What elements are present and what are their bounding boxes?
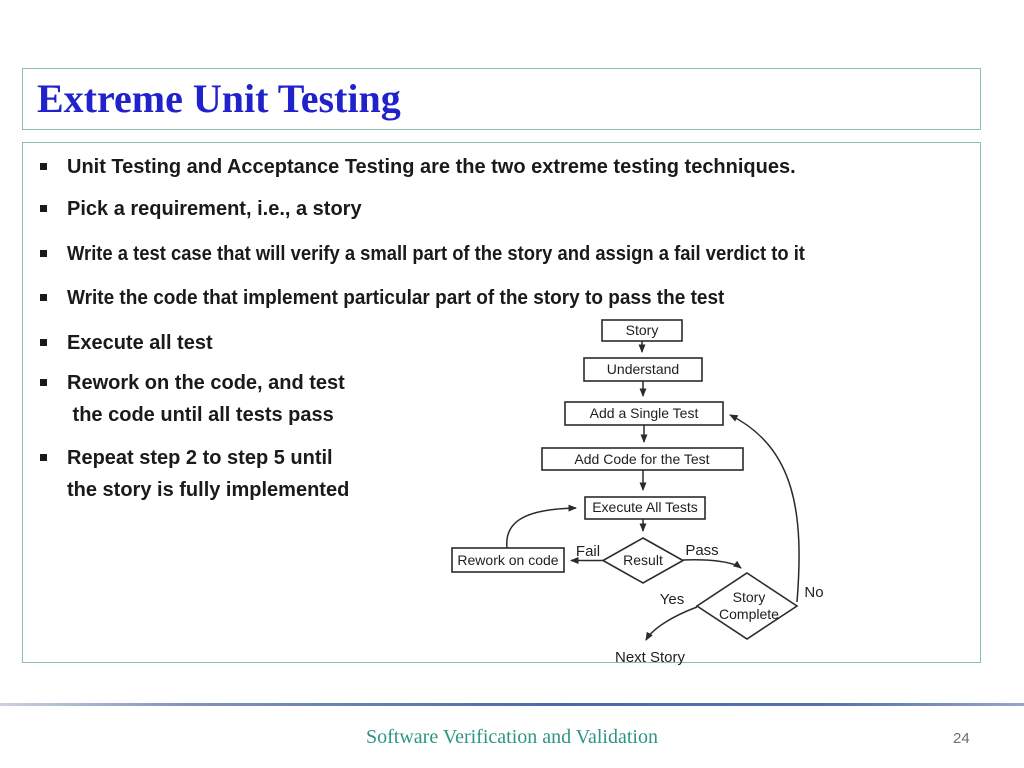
bullet-square-icon — [40, 294, 47, 301]
flow-decision-story-complete-label2: Complete — [719, 606, 779, 622]
flow-node-execute-label: Execute All Tests — [592, 499, 698, 515]
flow-terminal-next-story: Next Story — [615, 649, 686, 666]
bullet-item-continuation: the code until all tests pass — [67, 404, 334, 426]
bullet-square-icon — [40, 454, 47, 461]
flow-edge-label-fail: Fail — [576, 543, 600, 560]
footer-divider — [0, 703, 1024, 706]
flow-edge-label-no: No — [804, 584, 823, 601]
title-box: Extreme Unit Testing — [22, 68, 981, 130]
flow-decision-result-label: Result — [623, 552, 663, 568]
flow-node-execute — [584, 496, 706, 520]
flow-node-rework — [451, 547, 565, 573]
flow-decision-story-complete — [695, 572, 799, 640]
flow-decision-story-complete-label1: Story — [733, 589, 766, 605]
flow-decision-result — [601, 537, 685, 584]
page-title: Extreme Unit Testing — [37, 76, 401, 121]
flow-edge-label-yes: Yes — [660, 591, 684, 608]
flowchart-diagram: Story Understand Add a Single Test Add C… — [451, 319, 824, 666]
flow-node-add-test — [564, 401, 724, 426]
flow-node-add-test-label: Add a Single Test — [590, 405, 699, 421]
flow-edge-label-pass: Pass — [685, 542, 718, 559]
arrow-rework-execute — [506, 504, 577, 549]
arrow-storycomplete-addtest — [729, 414, 800, 603]
arrow-storycomplete-nextstory — [645, 606, 698, 641]
bullet-item-continuation: the story is fully implemented — [67, 479, 350, 501]
arrow-result-storycomplete — [682, 559, 742, 569]
bullet-item: Rework on the code, and test — [67, 372, 345, 394]
bullet-item: Pick a requirement, i.e., a story — [67, 198, 362, 220]
bullet-item: Write a test case that will verify a sma… — [67, 243, 805, 265]
bullet-item: Execute all test — [67, 332, 213, 354]
bullet-square-icon — [40, 339, 47, 346]
flow-node-understand — [583, 357, 703, 382]
flow-node-story — [601, 319, 683, 342]
bullet-item: Repeat step 2 to step 5 until — [67, 447, 333, 469]
content-panel: Unit Testing and Acceptance Testing are … — [22, 142, 981, 663]
flow-node-understand-label: Understand — [607, 361, 679, 377]
bullet-square-icon — [40, 163, 47, 170]
bullet-square-icon — [40, 379, 47, 386]
flow-node-rework-label: Rework on code — [457, 552, 558, 568]
bullet-square-icon — [40, 250, 47, 257]
bullet-item: Unit Testing and Acceptance Testing are … — [67, 156, 796, 178]
bullet-item: Write the code that implement particular… — [67, 287, 725, 309]
footer-title: Software Verification and Validation — [366, 726, 658, 748]
page-number: 24 — [953, 730, 970, 747]
flow-node-add-code-label: Add Code for the Test — [574, 451, 709, 467]
bullet-square-icon — [40, 205, 47, 212]
flow-node-story-label: Story — [626, 322, 659, 338]
flow-node-add-code — [541, 447, 744, 471]
